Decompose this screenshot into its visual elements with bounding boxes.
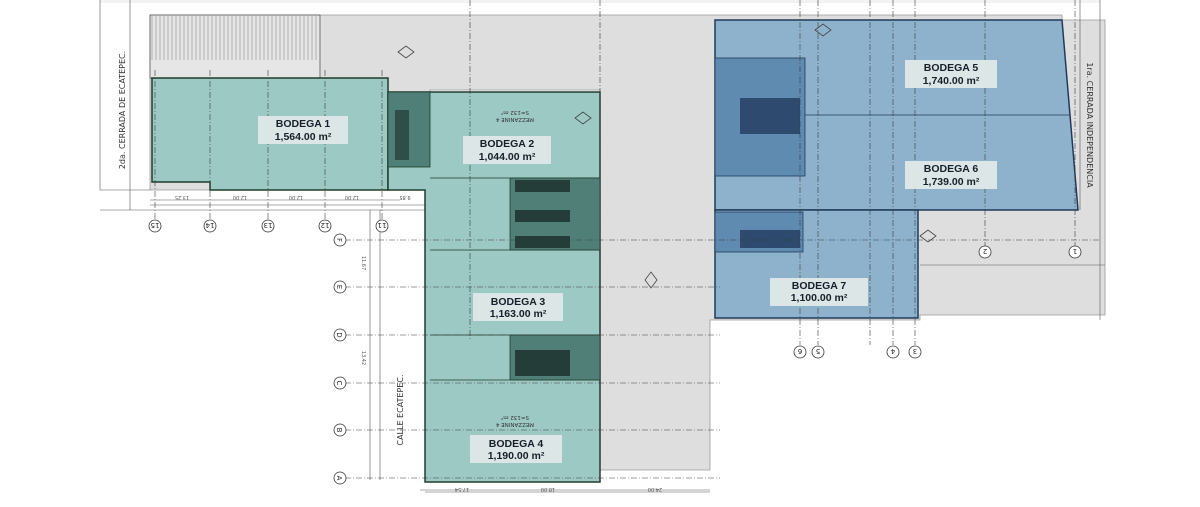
svg-text:1,564.00 m²: 1,564.00 m² xyxy=(275,131,332,143)
svg-text:4: 4 xyxy=(890,347,895,355)
svg-text:S=132 m²: S=132 m² xyxy=(501,109,529,116)
svg-text:13: 13 xyxy=(264,221,273,229)
svg-text:1,190.00 m²: 1,190.00 m² xyxy=(488,450,545,462)
label-bodega-1: BODEGA 1 1,564.00 m² xyxy=(258,116,348,144)
svg-text:2da. CERRADA DE ECATEPEC.: 2da. CERRADA DE ECATEPEC. xyxy=(118,51,127,169)
svg-text:12: 12 xyxy=(321,221,330,229)
svg-text:1,044.00 m²: 1,044.00 m² xyxy=(479,151,536,163)
svg-text:1,100.00 m²: 1,100.00 m² xyxy=(791,292,848,304)
axis-markers-right: 6 5 4 3 2 1 xyxy=(793,245,1082,359)
svg-text:9.85: 9.85 xyxy=(399,194,410,200)
svg-text:B: B xyxy=(335,428,343,433)
svg-text:BODEGA 5: BODEGA 5 xyxy=(924,62,979,74)
street-left: 2da. CERRADA DE ECATEPEC. xyxy=(118,51,127,169)
svg-text:1,739.00 m²: 1,739.00 m² xyxy=(923,176,980,188)
mezzanine-note-bottom: MEZZANINE 4 S=132 m² xyxy=(495,414,534,427)
svg-text:1,163.00 m²: 1,163.00 m² xyxy=(490,308,547,320)
svg-text:BODEGA 4: BODEGA 4 xyxy=(489,438,544,450)
svg-text:5: 5 xyxy=(816,347,820,355)
label-bodega-4: BODEGA 4 1,190.00 m² xyxy=(470,435,562,463)
flow-arrows xyxy=(397,23,937,289)
svg-text:11.67: 11.67 xyxy=(360,256,366,270)
blue-dock-modules xyxy=(714,57,806,253)
label-bodega-2: BODEGA 2 1,044.00 m² xyxy=(463,136,551,164)
svg-text:MEZZANINE 4: MEZZANINE 4 xyxy=(495,421,534,427)
svg-text:14: 14 xyxy=(205,221,214,229)
svg-text:A: A xyxy=(335,476,343,481)
svg-text:6: 6 xyxy=(797,347,802,355)
svg-text:BODEGA 1: BODEGA 1 xyxy=(276,118,331,130)
svg-text:S=132 m²: S=132 m² xyxy=(501,414,529,421)
label-bodega-3: BODEGA 3 1,163.00 m² xyxy=(473,293,563,321)
street-right: 1ra. CERRADA INDEPENDENCIA xyxy=(1085,62,1094,188)
svg-text:3: 3 xyxy=(913,347,917,355)
svg-text:12.00: 12.00 xyxy=(345,194,359,200)
svg-text:BODEGA 7: BODEGA 7 xyxy=(792,280,847,292)
svg-text:24.00: 24.00 xyxy=(648,486,662,492)
svg-text:17.54: 17.54 xyxy=(455,486,469,492)
label-bodega-5: BODEGA 5 1,740.00 m² xyxy=(905,60,997,88)
axis-markers-letters: F E D C B A xyxy=(333,233,347,485)
dock-modules xyxy=(509,177,601,381)
dimension-texts: 13.25 12.00 12.00 12.00 9.85 11.67 13.42… xyxy=(150,194,710,493)
svg-text:2: 2 xyxy=(983,247,987,255)
svg-text:BODEGA 2: BODEGA 2 xyxy=(480,138,535,150)
svg-text:1,740.00 m²: 1,740.00 m² xyxy=(923,75,980,87)
svg-text:F: F xyxy=(335,238,343,242)
svg-text:1: 1 xyxy=(1073,247,1077,255)
svg-text:13.42: 13.42 xyxy=(360,351,366,365)
svg-text:E: E xyxy=(335,285,343,289)
svg-text:12.00: 12.00 xyxy=(233,194,247,200)
svg-text:15: 15 xyxy=(151,221,160,229)
svg-text:BODEGA 3: BODEGA 3 xyxy=(491,296,546,308)
roof-hatch xyxy=(149,14,321,79)
label-bodega-7: BODEGA 7 1,100.00 m² xyxy=(770,278,868,306)
svg-text:13.25: 13.25 xyxy=(175,194,189,200)
mezzanine-note-top: MEZZANINE 4 S=132 m² xyxy=(495,109,534,122)
grid-lines xyxy=(154,0,1100,480)
svg-text:18.00: 18.00 xyxy=(541,486,555,492)
street-bottom: CALLE ECATEPEC. xyxy=(396,374,405,445)
svg-text:12.00: 12.00 xyxy=(289,194,303,200)
svg-text:D: D xyxy=(335,332,343,337)
label-bodega-6: BODEGA 6 1,739.00 m² xyxy=(905,161,997,189)
svg-text:BODEGA 6: BODEGA 6 xyxy=(924,163,979,175)
stair-core xyxy=(387,91,431,168)
svg-text:1ra. CERRADA INDEPENDENCIA: 1ra. CERRADA INDEPENDENCIA xyxy=(1085,62,1094,188)
svg-text:11: 11 xyxy=(378,221,387,229)
axis-markers-left: 15 14 13 12 11 xyxy=(148,219,389,233)
svg-text:CALLE ECATEPEC.: CALLE ECATEPEC. xyxy=(396,374,405,445)
svg-text:C: C xyxy=(335,381,343,386)
svg-text:MEZZANINE 4: MEZZANINE 4 xyxy=(495,116,534,122)
